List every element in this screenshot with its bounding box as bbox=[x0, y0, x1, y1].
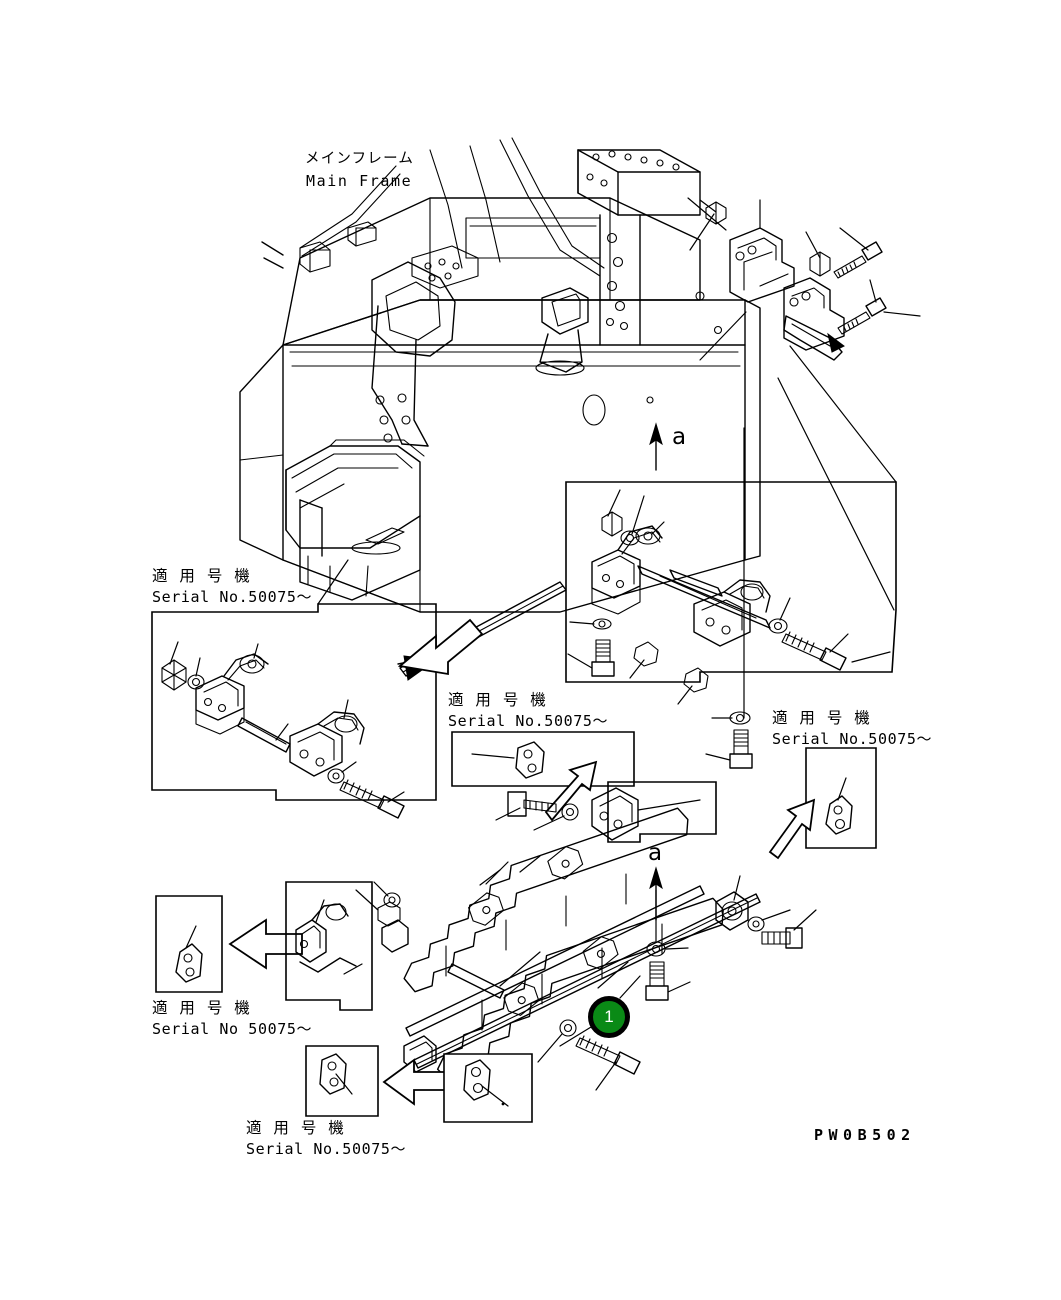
bolt-guard-upper-right bbox=[761, 909, 817, 949]
serial-label-bottom-jp: 適 用 号 機 bbox=[246, 1119, 348, 1137]
bolt-center-left bbox=[567, 639, 615, 677]
item-callout-1-number: 1 bbox=[604, 1007, 614, 1026]
serial-label-left-lower-en: Serial No 50075～ bbox=[152, 1020, 313, 1038]
center-detail-box bbox=[565, 345, 897, 719]
bolt-guard-bottom bbox=[575, 1035, 641, 1091]
bolt-guard-right bbox=[645, 961, 691, 1001]
center-small-inset-box bbox=[451, 731, 717, 843]
serial-label-center-en: Serial No.50075～ bbox=[448, 712, 609, 730]
main-frame-label-jp: メインフレーム bbox=[305, 151, 415, 167]
bolt-upper-right-2 bbox=[837, 279, 921, 335]
serial-label-left-upper-en: Serial No.50075～ bbox=[152, 588, 313, 606]
track-guard-assembly bbox=[355, 807, 817, 1091]
left-upper-inset-box bbox=[151, 559, 484, 819]
serial-label-right-en: Serial No.50075～ bbox=[772, 730, 933, 748]
right-inset-box bbox=[705, 711, 877, 860]
item-callout-1[interactable]: 1 bbox=[588, 996, 630, 1038]
serial-label-right-jp: 適 用 号 機 bbox=[772, 709, 874, 727]
upper-right-bracket-group bbox=[687, 197, 921, 361]
serial-label-left-upper-jp: 適 用 号 機 bbox=[152, 567, 254, 585]
bolt-upper-right-1 bbox=[833, 227, 883, 279]
drawing-code: PW0B502 bbox=[814, 1126, 916, 1144]
main-frame-assembly bbox=[239, 137, 761, 681]
section-mark-a-lower: a bbox=[648, 840, 663, 866]
serial-label-left-lower-jp: 適 用 号 機 bbox=[152, 999, 254, 1017]
section-mark-a-upper: a bbox=[672, 424, 687, 450]
serial-label-bottom-en: Serial No.50075～ bbox=[246, 1140, 407, 1158]
bottom-inset-boxes bbox=[305, 1045, 533, 1123]
bolt-right-inset bbox=[705, 729, 753, 769]
bolt-center-right bbox=[781, 631, 891, 671]
section-arrow-lower bbox=[649, 866, 663, 921]
bolt-center-inset bbox=[495, 791, 557, 821]
left-lower-inset-box bbox=[155, 881, 373, 1011]
bolt-left-inset bbox=[339, 779, 405, 819]
section-arrow-upper bbox=[649, 422, 663, 471]
serial-label-center-jp: 適 用 号 機 bbox=[448, 691, 550, 709]
main-frame-label-en: Main Frame bbox=[306, 172, 413, 190]
